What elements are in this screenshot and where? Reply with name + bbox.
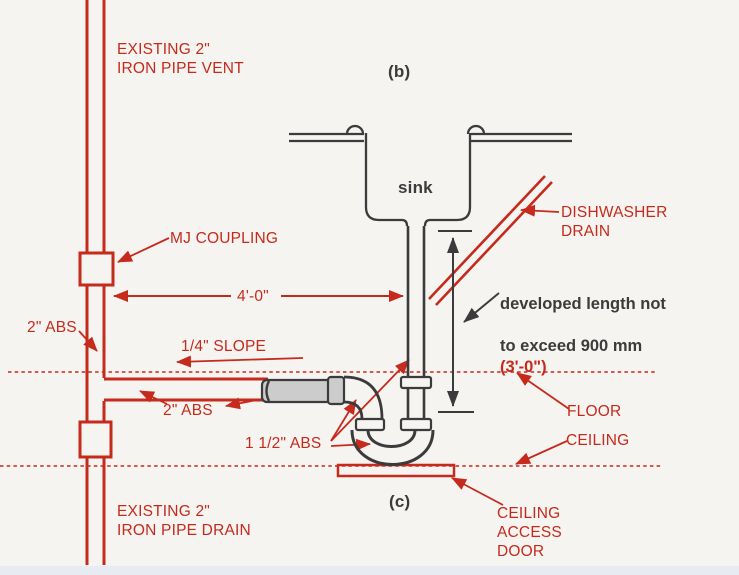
counter-left (289, 132, 364, 143)
trap-arm-hub (326, 375, 346, 406)
p-trap-assembly (260, 375, 435, 466)
dishwasher-drain-pipe (428, 175, 553, 306)
counter-right (471, 132, 572, 143)
panel-b-label: (b) (388, 62, 411, 81)
abs112-arrow-elbow (330, 399, 357, 442)
slip-nut-tailpiece (399, 375, 433, 390)
red-leader-arrows (78, 204, 570, 506)
developed-length-label: developed length not to exceed 900 mm (3… (500, 273, 739, 378)
iron-pipe-stack (78, 0, 268, 565)
abs112-arrow-tailpiece (330, 359, 410, 442)
dimension-4ft-label: 4'-0" (237, 288, 269, 305)
slip-nut-right (399, 417, 433, 432)
trap-arm (260, 378, 334, 404)
dishwasher-arrow (520, 204, 560, 217)
sink-basin (364, 133, 472, 227)
mj-coupling-lower (78, 420, 113, 459)
access-door-arrow (451, 477, 504, 506)
access-door-label: CEILING ACCESS DOOR (497, 505, 562, 560)
abs112-label: 1 1/2" ABS (245, 435, 322, 452)
abs2-lower-label: 2" ABS (163, 402, 213, 419)
abs112-arrow-trap (330, 438, 371, 451)
slip-nut-left (354, 417, 386, 432)
developed-length-line1: developed length not (500, 295, 666, 313)
developed-length-leader (463, 292, 500, 323)
mj-coupling-arrow (117, 237, 170, 263)
dishwasher-label: DISHWASHER DRAIN (561, 204, 668, 240)
bottom-band (0, 566, 739, 575)
developed-length-line2: to exceed 900 mm (500, 337, 643, 355)
sink-tailpiece (406, 226, 426, 377)
abs2-upper-label: 2" ABS (27, 319, 77, 336)
abs2-upper-arrow (78, 330, 98, 352)
drain-label: EXISTING 2" IRON PIPE DRAIN (117, 503, 251, 539)
trap-u-bend (350, 429, 435, 466)
ceiling-arrow (515, 440, 568, 465)
trap-inlet-pipe (406, 389, 426, 419)
sink-rim-bumps (345, 124, 486, 135)
mj-coupling-upper (78, 251, 115, 287)
developed-length-dimension (438, 230, 500, 413)
mj-coupling-label: MJ COUPLING (170, 230, 279, 247)
trap-elbow (343, 375, 384, 420)
developed-length-imperial: (3'-0") (500, 358, 547, 376)
slope-label: 1/4" SLOPE (181, 338, 267, 355)
floor-arrow (516, 372, 570, 410)
slope-arrow (176, 355, 304, 368)
panel-c-label: (c) (389, 492, 411, 511)
sink-drawing (289, 124, 572, 377)
trap-arm-endcap (265, 380, 271, 402)
sink-label: sink (398, 178, 433, 197)
ceiling-label: CEILING (566, 432, 630, 449)
horizontal-branch-pipe (104, 377, 268, 402)
abs2-lower-arrow-1 (139, 390, 168, 405)
floor-label: FLOOR (567, 403, 622, 420)
vent-label: EXISTING 2" IRON PIPE VENT (117, 41, 244, 77)
